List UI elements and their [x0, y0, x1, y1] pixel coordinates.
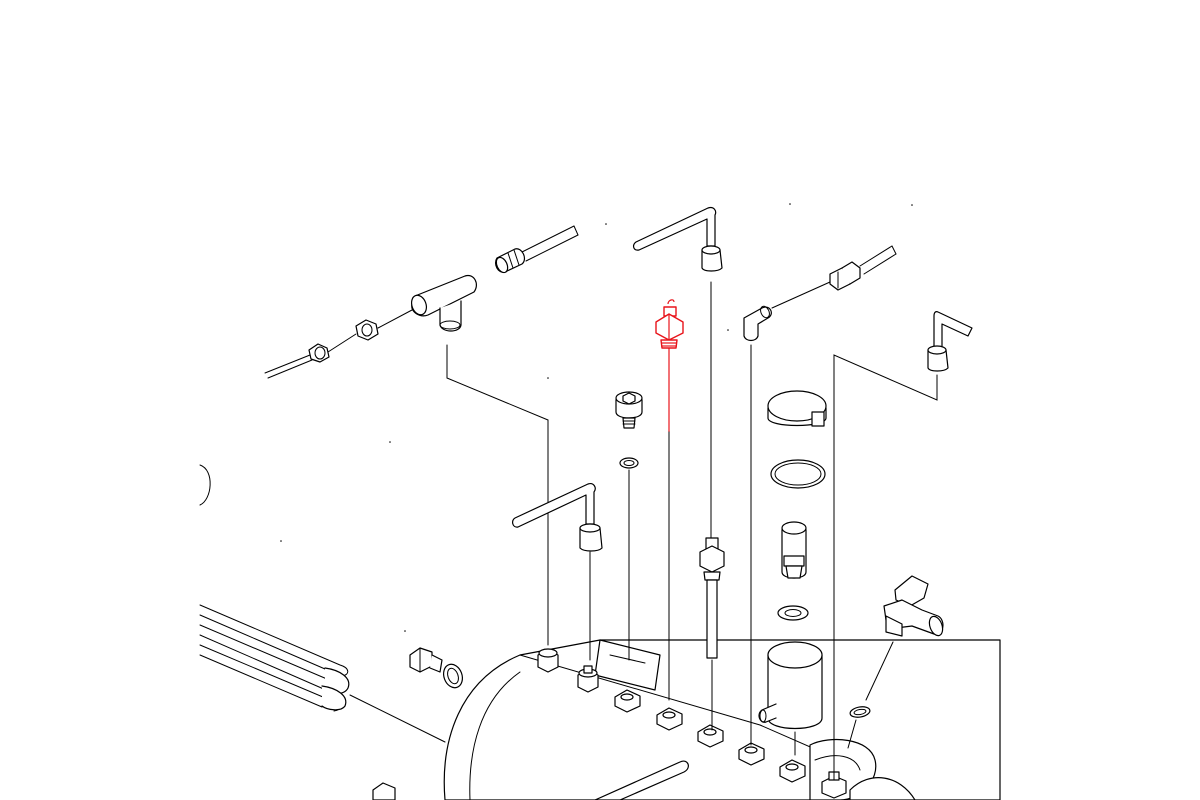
- boiler-nut: [697, 724, 724, 748]
- compression-fitting-right: [829, 261, 861, 291]
- boiler-nut: [779, 759, 806, 783]
- valve-washer: [777, 605, 809, 621]
- angle-valve: [865, 575, 944, 701]
- heating-element-curve: [199, 464, 211, 506]
- boiler-nut: [577, 665, 599, 693]
- compression-nut: [308, 343, 330, 363]
- olive-fitting: [355, 319, 379, 341]
- boiler-nut: [537, 648, 559, 673]
- dust-dots: [280, 203, 913, 632]
- drain-plug-left: [409, 647, 443, 673]
- l-pipe-top-center: [633, 206, 723, 541]
- valve-o-ring: [770, 459, 826, 489]
- leader-line-tee: [446, 344, 549, 646]
- temperature-probe-highlighted[interactable]: [655, 299, 684, 432]
- sensor-rod: [699, 537, 725, 731]
- pipe-connector-top: [494, 248, 526, 274]
- boiler-nut: [614, 689, 641, 713]
- heating-element-rods: [199, 604, 446, 743]
- straight-pipe-right: [859, 245, 897, 275]
- long-pipe-left: [264, 354, 313, 379]
- valve-piston: [781, 521, 807, 579]
- o-ring-right: [849, 706, 871, 718]
- boiler-nut: [656, 707, 683, 731]
- hex-plug: [615, 391, 643, 429]
- o-ring-small: [619, 457, 639, 469]
- gasket-left: [442, 663, 464, 689]
- valve-body: [758, 641, 823, 756]
- boiler-tank: [443, 639, 1001, 800]
- l-pipe-far-right: [833, 311, 973, 781]
- tee-fitting: [410, 274, 477, 332]
- straight-pipe-top: [521, 225, 579, 262]
- boiler-nut: [738, 742, 765, 766]
- bent-pipe-middle: [512, 483, 603, 661]
- valve-cap: [767, 390, 827, 427]
- elbow-fitting: [743, 305, 772, 746]
- plug-bottom-left: [372, 782, 396, 800]
